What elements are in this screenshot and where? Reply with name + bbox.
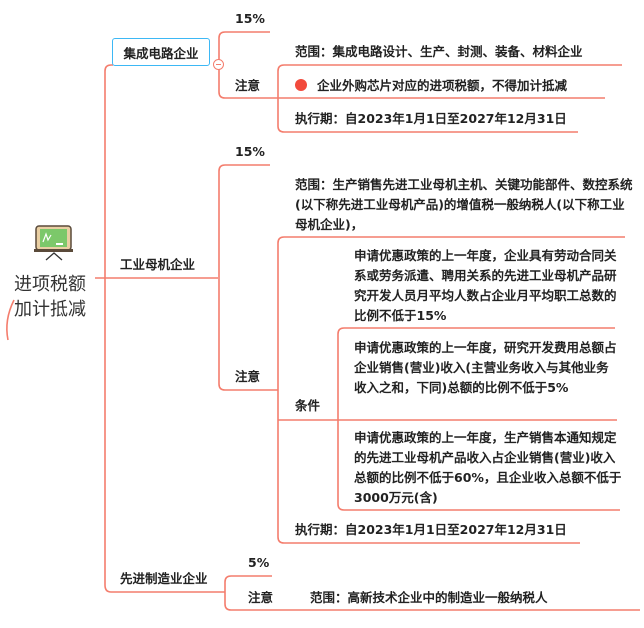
red-dot-marker-icon xyxy=(295,79,307,91)
central-topic[interactable]: 进项税额 加计抵减 xyxy=(14,272,94,322)
rate-label[interactable]: 5% xyxy=(248,555,270,570)
period-item[interactable]: 执行期：自2023年1月1日至2027年12月31日 xyxy=(295,522,567,537)
scope-item[interactable]: 范围：生产销售先进工业母机主机、关键功能部件、数控系统(以下称先进工业母机产品)… xyxy=(295,177,633,232)
trunk-line xyxy=(104,64,225,593)
rate-label[interactable]: 15% xyxy=(235,144,265,159)
branch3-connector xyxy=(224,575,640,611)
central-topic-line1: 进项税额 xyxy=(14,274,86,295)
scope-item[interactable]: 范围：集成电路设计、生产、封测、装备、材料企业 xyxy=(295,44,583,59)
central-curve xyxy=(6,299,15,341)
scope-item[interactable]: 范围：高新技术企业中的制造业一般纳税人 xyxy=(310,590,548,605)
note-label[interactable]: 注意 xyxy=(235,78,261,93)
branch-label: 集成电路企业 xyxy=(123,45,199,61)
note-item-text: 企业外购芯片对应的进项税额，不得加计抵减 xyxy=(317,78,568,93)
branch1-notes-bracket xyxy=(277,64,622,133)
condition-item[interactable]: 申请优惠政策的上一年度，生产销售本通知规定的先进工业母机产品收入占企业销售(营业… xyxy=(354,430,622,505)
rate-label[interactable]: 15% xyxy=(235,11,265,26)
branch-machine-tool-enterprise[interactable]: 工业母机企业 xyxy=(120,257,196,272)
central-topic-line2: 加计抵减 xyxy=(14,299,86,320)
conditions-bracket xyxy=(337,327,620,511)
note-item[interactable]: 企业外购芯片对应的进项税额，不得加计抵减 xyxy=(295,76,567,96)
condition-item[interactable]: 申请优惠政策的上一年度，研究开发费用总额占企业销售(营业)收入(主营业务收入与其… xyxy=(354,340,617,395)
collapse-toggle[interactable] xyxy=(213,59,224,70)
branch2-notes-bracket xyxy=(277,236,625,544)
branch-ic-enterprise[interactable]: 集成电路企业 xyxy=(112,38,210,66)
condition-label[interactable]: 条件 xyxy=(295,398,321,413)
branch2-connector xyxy=(218,164,278,391)
branch-advanced-manufacturing[interactable]: 先进制造业企业 xyxy=(120,571,208,586)
period-item[interactable]: 执行期：自2023年1月1日至2027年12月31日 xyxy=(295,111,567,126)
note-label[interactable]: 注意 xyxy=(248,590,274,605)
central-icon xyxy=(34,224,74,262)
blackboard-icon xyxy=(34,225,73,261)
note-label[interactable]: 注意 xyxy=(235,369,261,384)
condition-item[interactable]: 申请优惠政策的上一年度，企业具有劳动合同关系或劳务派遣、聘用关系的先进工业母机产… xyxy=(354,248,617,323)
